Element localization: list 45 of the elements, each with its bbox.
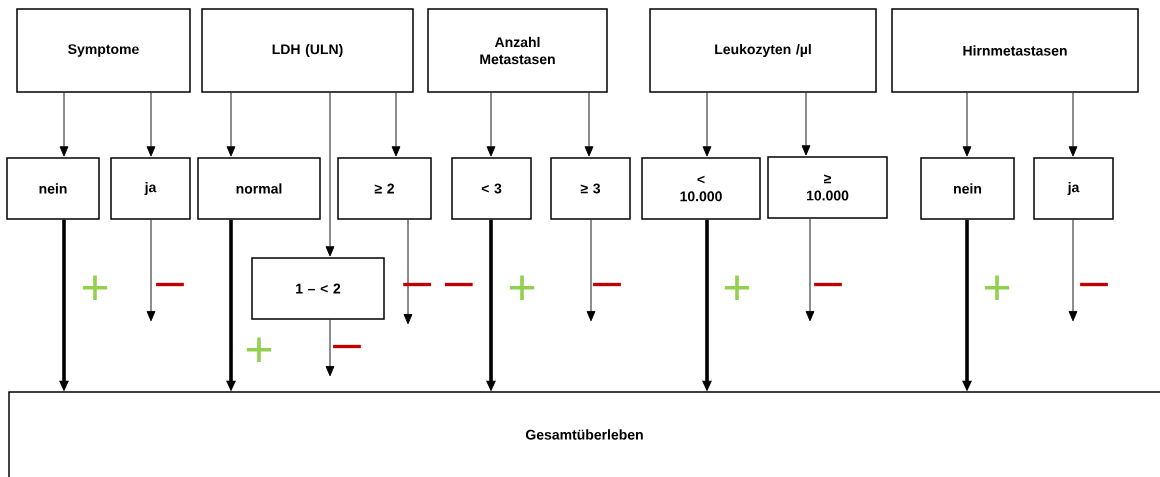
value-box: nein: [6, 157, 100, 220]
minus-sign: –: [1080, 282, 1108, 287]
value-box: 1 – < 2: [251, 257, 385, 320]
plus-sign: +: [509, 275, 535, 301]
value-box: normal: [197, 157, 321, 220]
arrow: [962, 92, 972, 157]
plus-sign: +: [82, 275, 108, 301]
plus-sign: +: [984, 275, 1010, 301]
arrow: [486, 92, 496, 157]
value-box: ja: [1033, 157, 1114, 220]
category-box: LDH (ULN): [201, 8, 414, 93]
outcome-box: Gesamtüberleben: [8, 391, 1160, 477]
arrow: [801, 92, 811, 156]
arrow: [59, 92, 69, 157]
minus-sign: –: [156, 282, 184, 287]
minus-sign: –: [814, 282, 842, 287]
arrow: [1068, 219, 1078, 322]
arrow: [226, 92, 236, 157]
arrow: [325, 319, 335, 377]
arrow: [702, 92, 712, 157]
arrow: [146, 219, 156, 322]
value-box: < 3: [451, 157, 532, 220]
arrow: [325, 92, 335, 257]
value-box: < 10.000: [641, 157, 761, 220]
arrow: [584, 92, 594, 157]
value-box: ≥ 2: [337, 157, 432, 220]
arrow: [391, 92, 401, 157]
arrow: [403, 219, 413, 325]
minus-sign: –: [333, 344, 361, 349]
value-box: nein: [920, 157, 1015, 220]
minus-sign: –: [593, 282, 621, 287]
value-box: ja: [110, 157, 191, 220]
value-box: ≥ 10.000: [767, 156, 888, 219]
minus-sign: – –: [403, 282, 473, 287]
arrow: [1068, 92, 1078, 157]
plus-sign: +: [724, 275, 750, 301]
value-box: ≥ 3: [550, 157, 631, 220]
category-box: Leukozyten /µl: [649, 8, 877, 93]
category-box: Symptome: [16, 8, 191, 93]
arrow: [146, 92, 156, 157]
arrow: [805, 218, 815, 322]
arrow: [586, 219, 596, 322]
plus-sign: +: [246, 337, 272, 363]
category-box: Anzahl Metastasen: [427, 8, 608, 93]
category-box: Hirnmetastasen: [891, 8, 1139, 93]
